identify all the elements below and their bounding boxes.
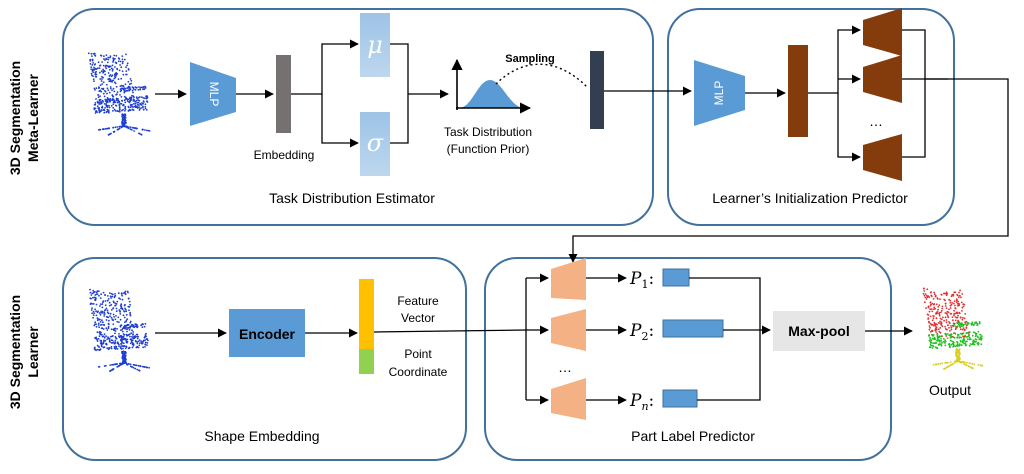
sampling-label: Sampling [505,53,555,65]
pn-symbol: P [629,391,642,411]
mu-symbol: μ [367,31,383,59]
pn-label: Pn: [629,391,654,413]
svg-text:P1:: P1: [629,269,654,291]
sigma-box [360,112,390,176]
part-head-n [551,378,586,420]
feature-vector-bar [359,279,374,349]
ellipsis-top: … [869,113,883,129]
mlp-block-initialization [694,60,745,126]
sampling-curve [495,63,589,89]
part-head-1 [551,258,586,300]
pn-subscript: n [641,400,648,413]
mlp-label-initialization: MLP [712,81,726,106]
p1-colon: : [648,269,654,289]
side-label-learner: 3D Segmentation Learner [7,295,41,409]
pn-colon: : [649,391,655,411]
svg-text:Pn:: Pn: [629,391,654,413]
panel-part-label-predictor [484,257,892,461]
mlp-block-top [190,62,236,126]
side-label-meta-learner: 3D Segmentation Meta-Learner [7,61,41,175]
point-coordinate-bar [359,349,374,374]
panel-task-distribution-estimator [62,8,654,226]
sampled-vector-bar [590,51,604,129]
panel-title-learner-initialization-predictor: Learner’s Initialization Predictor [712,190,908,206]
point-coordinate-label-line1: Point [404,347,432,361]
p2-subscript: 2 [641,330,648,343]
panel-learner-initialization-predictor [667,8,955,226]
panel-title-task-distribution-estimator: Task Distribution Estimator [269,190,435,206]
panel-title-shape-embedding: Shape Embedding [204,428,319,444]
task-distribution-label-line2: (Function Prior) [447,142,530,156]
max-pool-block [773,311,865,351]
panel-shape-embedding [62,257,467,461]
encoder-block [229,309,305,357]
mlp-label-top: MLP [207,82,221,107]
side-label-meta-learner-line1: 3D Segmentation [7,61,23,175]
classifier-head-n [863,134,902,181]
feature-vector-label-line2: Vector [401,311,435,325]
point-cloud-chair-input-top [87,52,151,136]
classifier-head-1 [863,8,902,56]
point-cloud-chair-input-bottom [89,288,151,372]
distribution-plot [451,58,532,114]
side-label-meta-learner-line2: Meta-Learner [25,73,41,161]
side-label-learner-line2: Learner [25,326,41,378]
ellipsis-bottom: … [558,359,572,375]
mu-box [360,13,390,77]
p2-symbol: P [629,321,642,341]
point-coordinate-label-line2: Coordinate [389,365,448,379]
p2-colon: : [648,321,654,341]
output-label: Output [929,382,971,398]
initialization-vector-bar [788,45,808,137]
panel-title-part-label-predictor: Part Label Predictor [631,428,755,444]
embedding-label: Embedding [254,148,315,162]
max-pool-label: Max-pool [788,323,849,339]
segmented-output-chair [922,287,984,370]
side-label-learner-line1: 3D Segmentation [7,295,23,409]
p2-label: P2: [629,321,654,343]
classifier-head-2 [863,55,902,103]
p1-output-bar [662,268,690,287]
pn-output-bar [662,389,698,408]
meta-to-learner-connector [568,78,1009,263]
encoder-label: Encoder [239,326,296,342]
p1-label: P1: [629,269,654,291]
p1-subscript: 1 [641,278,648,291]
sigma-symbol: σ [367,129,384,157]
feature-vector-label-line1: Feature [397,294,439,308]
p2-output-bar [662,319,724,338]
task-distribution-label-line1: Task Distribution [444,125,532,139]
p1-symbol: P [629,269,642,289]
svg-text:P2:: P2: [629,321,654,343]
part-head-2 [551,309,586,351]
embedding-bar [276,55,291,133]
